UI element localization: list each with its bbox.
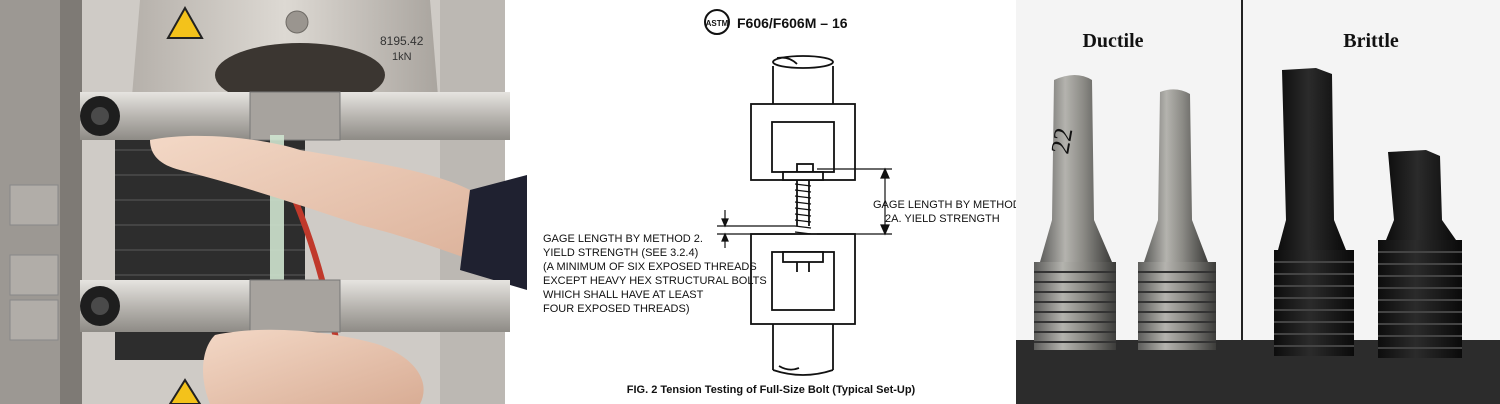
brittle-bolt-1 (1274, 68, 1354, 356)
astm-logo-icon: ASTM (704, 9, 730, 35)
warning-sign-bottom-icon (168, 378, 202, 404)
label-method-2-line6: FOUR EXPOSED THREADS) (543, 303, 690, 315)
machine-label-capacity: 1kN (392, 51, 412, 63)
diagram-header: F606/F606M – 16 (737, 15, 848, 31)
hand-upper (150, 135, 527, 280)
figure-caption: FIG. 2 Tension Testing of Full-Size Bolt… (627, 384, 916, 396)
bolt-marking: 22 (1045, 125, 1078, 156)
label-ductile: Ductile (1082, 30, 1143, 52)
ductile-bolt-2 (1138, 89, 1216, 350)
label-method-2-line5: WHICH SHALL HAVE AT LEAST (543, 289, 704, 301)
astm-diagram-panel: ASTM F606/F606M – 16 (527, 0, 1016, 404)
ductile-bolt-1: 22 (1034, 75, 1116, 350)
fracture-comparison-illustration: Ductile Brittle 22 (1016, 0, 1500, 404)
label-method-2-line4: EXCEPT HEAVY HEX STRUCTURAL BOLTS (543, 275, 767, 287)
label-method-2a-line2: 2A. YIELD STRENGTH (885, 213, 1000, 225)
astm-bolt-tension-diagram: ASTM F606/F606M – 16 (543, 9, 1016, 396)
warning-sign-icon (166, 5, 204, 39)
brittle-bolt-2 (1378, 150, 1462, 358)
tensile-machine-photo: 8195.42 1kN (0, 0, 527, 404)
plate-opening (215, 43, 385, 107)
label-brittle: Brittle (1343, 30, 1399, 52)
machine-label-serial: 8195.42 (380, 34, 424, 48)
svg-text:ASTM: ASTM (706, 19, 729, 28)
tensile-machine-illustration: 8195.42 1kN (0, 0, 527, 404)
label-method-2-line1: GAGE LENGTH BY METHOD 2. (543, 233, 703, 245)
label-method-2-line3: (A MINIMUM OF SIX EXPOSED THREADS (543, 261, 757, 273)
label-method-2-line2: YIELD STRENGTH (SEE 3.2.4) (543, 247, 698, 259)
label-method-2a-line1: GAGE LENGTH BY METHOD (873, 199, 1016, 211)
hand-lower (203, 329, 424, 404)
label-method-2: GAGE LENGTH BY METHOD 2. YIELD STRENGTH … (543, 233, 767, 315)
fracture-comparison-photo: Ductile Brittle 22 (1016, 0, 1500, 404)
